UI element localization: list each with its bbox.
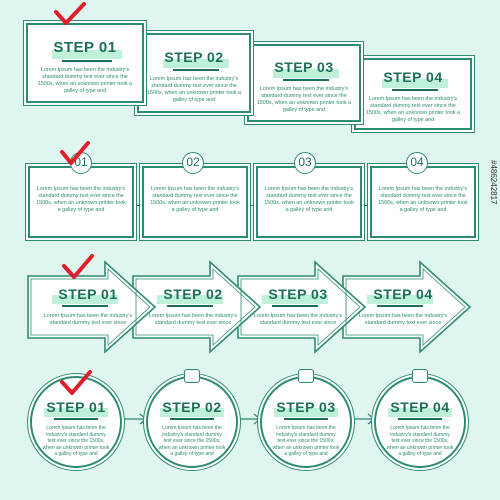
step-description: Lorem Ipsum has been the industry's stan… bbox=[43, 312, 133, 326]
row2-step4-card: Lorem Ipsum has been the industry's stan… bbox=[370, 166, 476, 238]
step-description: Lorem Ipsum has been the industry's stan… bbox=[253, 312, 343, 326]
row3-step4-content: STEP 04 Lorem Ipsum has been the industr… bbox=[353, 286, 453, 327]
row3-step2-arrow bbox=[132, 260, 262, 354]
row3-step1-arrow bbox=[27, 260, 157, 354]
row4-step4-tab bbox=[412, 369, 428, 383]
row1-step1-card: STEP 01 Lorem Ipsum has been the industr… bbox=[26, 23, 144, 103]
step-description: Lorem Ipsum has been the industry's stan… bbox=[378, 186, 468, 213]
checkmark-icon bbox=[54, 2, 86, 25]
step-description: Lorem Ipsum has been the industry's stan… bbox=[386, 425, 454, 457]
step-title: STEP 03 bbox=[268, 286, 328, 302]
step-description: Lorem Ipsum has been the industry's stan… bbox=[148, 312, 238, 326]
step-number: 02 bbox=[182, 152, 204, 174]
row4-step4-circle: STEP 04 Lorem Ipsum has been the industr… bbox=[374, 376, 466, 468]
row4-step3-tab bbox=[298, 369, 314, 383]
step-title: STEP 01 bbox=[46, 399, 106, 415]
step-title: STEP 03 bbox=[274, 59, 334, 75]
row3-step2-content: STEP 02 Lorem Ipsum has been the industr… bbox=[143, 286, 243, 327]
step-title: STEP 01 bbox=[53, 39, 117, 56]
row1-step2-card: STEP 02 Lorem Ipsum has been the industr… bbox=[137, 33, 251, 113]
row3-step1-content: STEP 01 Lorem Ipsum has been the industr… bbox=[38, 286, 138, 327]
step-description: Lorem Ipsum has been the industry's stan… bbox=[256, 86, 352, 113]
checkmark-icon bbox=[60, 370, 92, 395]
step-description: Lorem Ipsum has been the industry's stan… bbox=[272, 425, 340, 457]
step-title: STEP 02 bbox=[164, 49, 224, 65]
step-title: STEP 04 bbox=[383, 69, 443, 85]
step-title: STEP 01 bbox=[58, 286, 118, 302]
checkmark-icon bbox=[60, 141, 90, 165]
row4-step3-circle: STEP 03 Lorem Ipsum has been the industr… bbox=[260, 376, 352, 468]
row1-step3-card: STEP 03 Lorem Ipsum has been the industr… bbox=[247, 44, 361, 122]
step-description: Lorem Ipsum has been the industry's stan… bbox=[365, 96, 461, 123]
step-description: Lorem Ipsum has been the industry's stan… bbox=[36, 186, 126, 213]
row1-step4-card: STEP 04 Lorem Ipsum has been the industr… bbox=[354, 58, 472, 130]
step-description: Lorem Ipsum has been the industry's stan… bbox=[146, 76, 242, 103]
step-title: STEP 02 bbox=[162, 399, 222, 415]
step-number: 04 bbox=[406, 152, 428, 174]
row3-step3-arrow bbox=[237, 260, 367, 354]
row4-step2-circle: STEP 02 Lorem Ipsum has been the industr… bbox=[146, 376, 238, 468]
row3-step4-arrow bbox=[342, 260, 472, 354]
step-title: STEP 02 bbox=[163, 286, 223, 302]
row2-connector bbox=[40, 205, 460, 206]
step-description: Lorem Ipsum has been the industry's stan… bbox=[42, 425, 110, 457]
step-description: Lorem Ipsum has been the industry's stan… bbox=[264, 186, 354, 213]
stock-id: #486242817 bbox=[489, 160, 498, 205]
step-description: Lorem Ipsum has been the industry's stan… bbox=[358, 312, 448, 326]
row2-step1-card: Lorem Ipsum has been the industry's stan… bbox=[28, 166, 134, 238]
step-title: STEP 04 bbox=[390, 399, 450, 415]
step-description: Lorem Ipsum has been the industry's stan… bbox=[158, 425, 226, 457]
step-description: Lorem Ipsum has been the industry's stan… bbox=[37, 67, 133, 94]
step-title: STEP 03 bbox=[276, 399, 336, 415]
row3-step3-content: STEP 03 Lorem Ipsum has been the industr… bbox=[248, 286, 348, 327]
step-description: Lorem Ipsum has been the industry's stan… bbox=[150, 186, 240, 213]
row4-step2-tab bbox=[184, 369, 200, 383]
step-title: STEP 04 bbox=[373, 286, 433, 302]
step-number: 03 bbox=[294, 152, 316, 174]
checkmark-icon bbox=[62, 254, 94, 279]
